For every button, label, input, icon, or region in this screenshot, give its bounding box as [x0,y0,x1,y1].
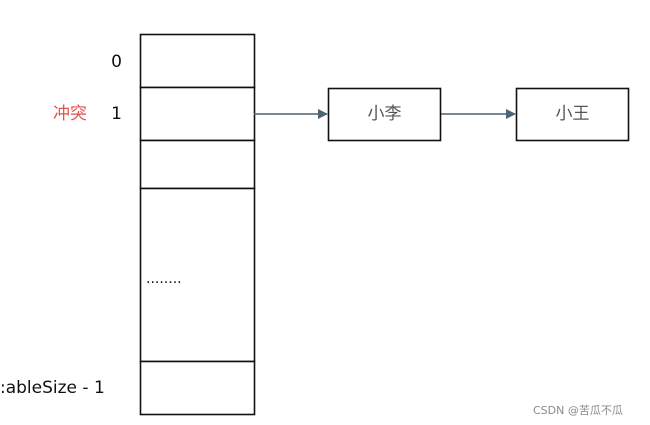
index-label-last: :ableSize - 1 [0,378,105,398]
table-slot-2 [139,139,256,190]
table-slot-last [139,360,256,416]
watermark: CSDN @苦瓜不瓜 [533,404,623,417]
hash-table [139,33,256,416]
table-slot-1 [139,86,256,142]
index-label-1: 1 [111,104,122,124]
conflict-label: 冲突 [53,104,87,124]
list-node-1-label: 小李 [367,104,402,124]
index-label-0: 0 [111,52,122,72]
ellipsis-dots: ........ [146,271,182,287]
table-slot-0 [139,33,256,89]
list-node-2-label: 小王 [555,104,590,124]
list-node-2 [515,87,630,142]
list-node-1 [327,87,442,142]
table-slot-middle [139,187,256,363]
